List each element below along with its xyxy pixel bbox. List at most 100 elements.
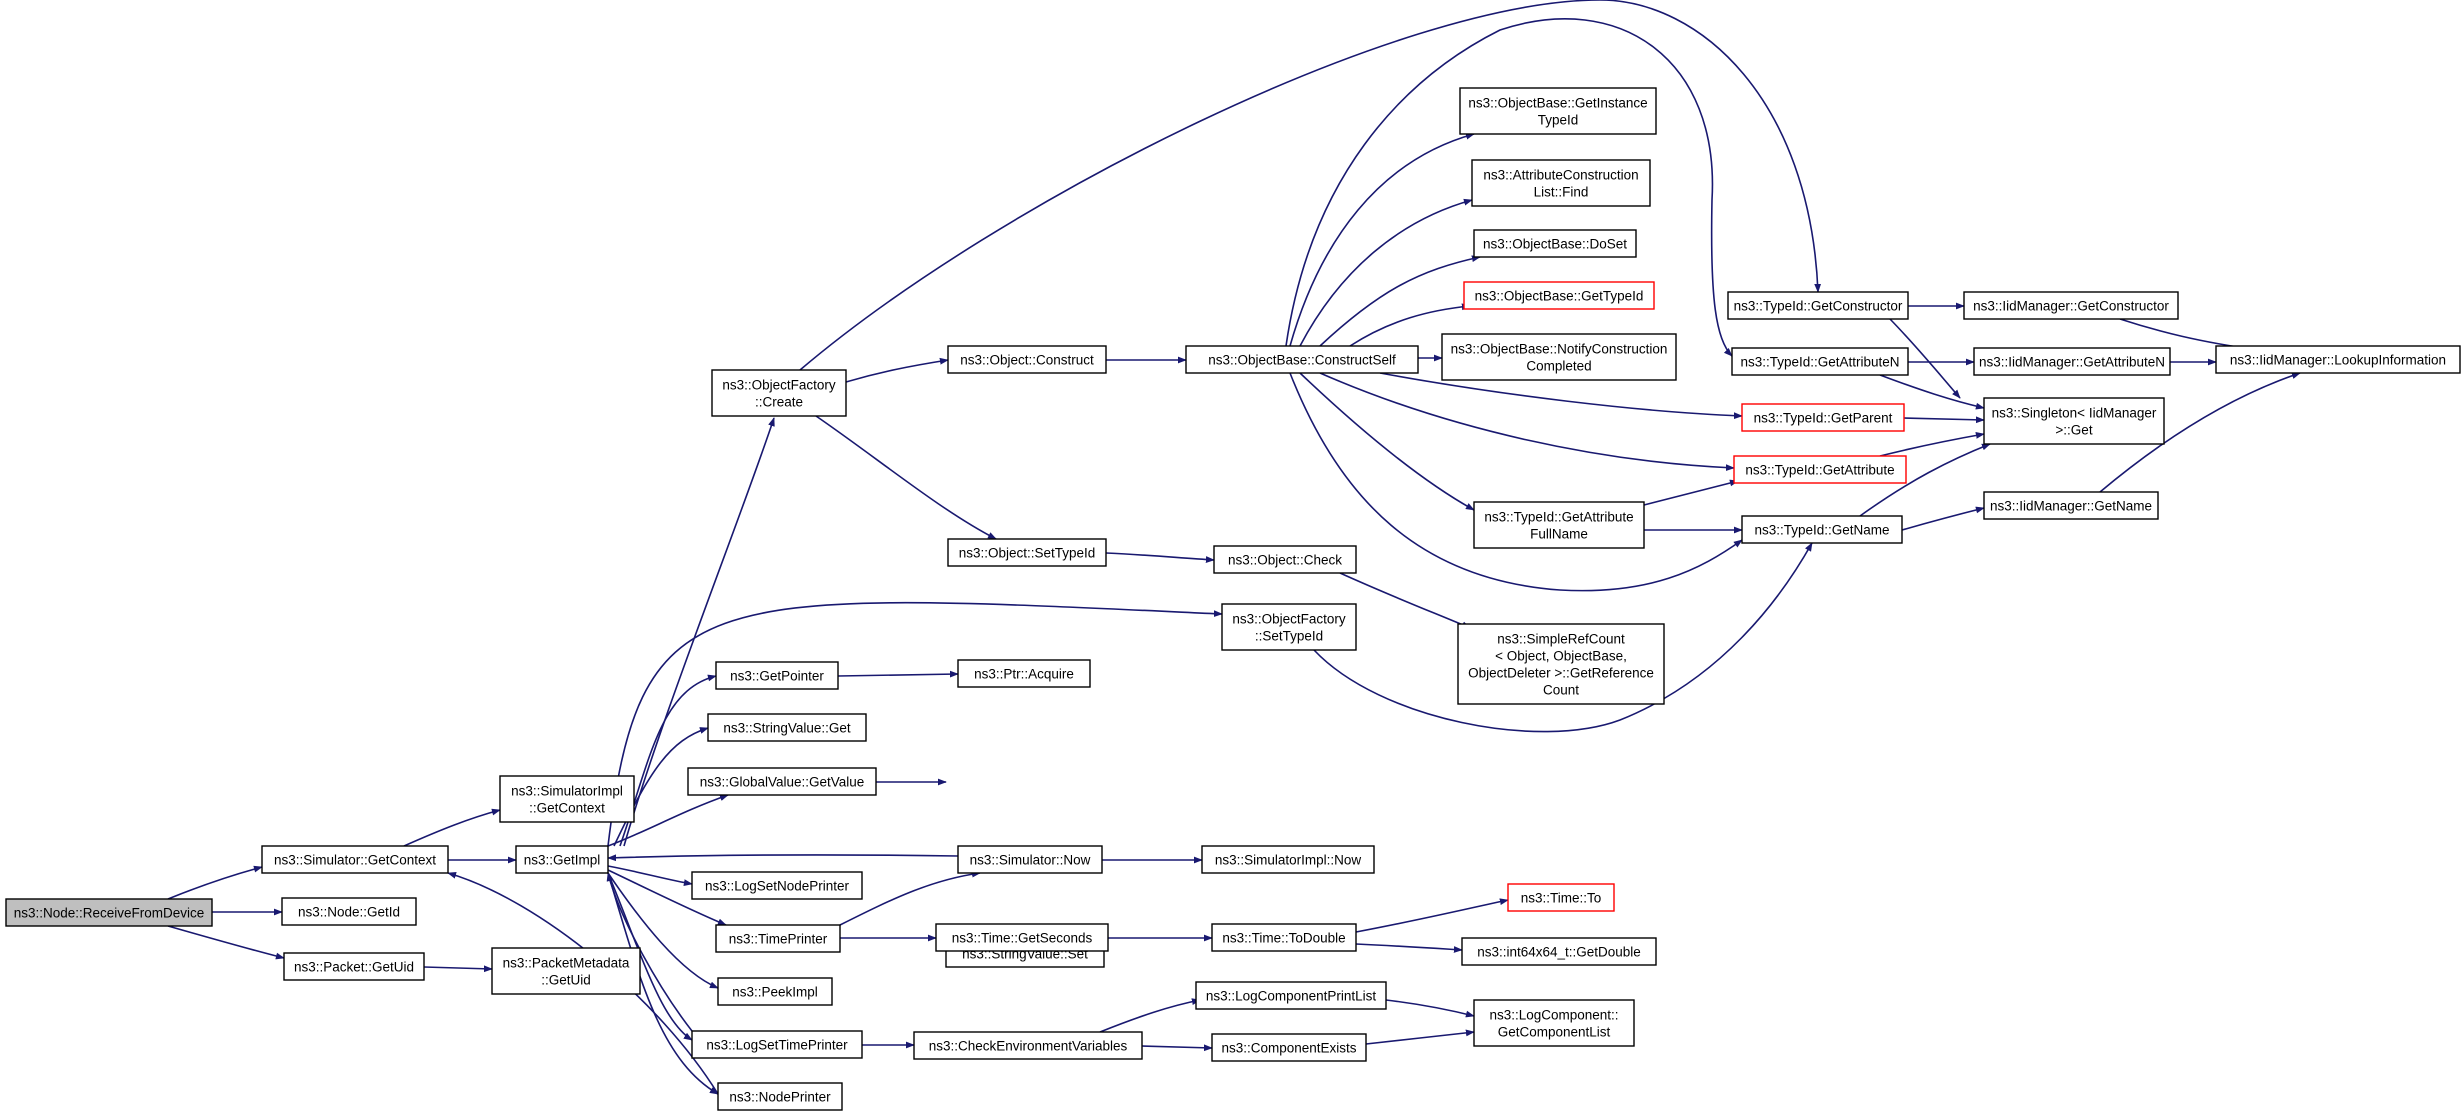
function-node-box[interactable] — [707, 713, 867, 742]
function-node-box[interactable] — [1733, 455, 1907, 484]
function-node[interactable]: ns3::ObjectBase::NotifyConstructionCompl… — [1441, 333, 1677, 381]
function-node[interactable]: ns3::Node::GetId — [281, 897, 417, 926]
function-node-box[interactable] — [913, 1031, 1143, 1060]
function-node[interactable]: ns3::TypeId::GetName — [1741, 515, 1903, 544]
function-node[interactable]: ns3::IidManager::LookupInformation — [2215, 345, 2461, 374]
function-node[interactable]: ns3::StringValue::Get — [707, 713, 867, 742]
function-node[interactable]: ns3::ObjectFactory::Create — [711, 369, 847, 417]
function-node[interactable]: ns3::Object::Check — [1213, 545, 1357, 574]
function-node[interactable]: ns3::Singleton< IidManager >::Get — [1983, 397, 2165, 445]
function-node[interactable]: ns3::TypeId::GetParent — [1741, 403, 1905, 432]
function-node-box[interactable] — [1973, 347, 2171, 376]
function-node-box[interactable] — [935, 923, 1109, 952]
function-node[interactable]: ns3::Object::Construct — [947, 345, 1107, 374]
function-node[interactable]: ns3::TypeId::GetConstructor — [1727, 291, 1909, 320]
function-node-box[interactable] — [1201, 845, 1375, 874]
function-node-box[interactable] — [261, 845, 449, 874]
function-node-box[interactable] — [711, 369, 847, 417]
function-node-box[interactable] — [1473, 999, 1635, 1047]
function-node-box[interactable] — [947, 538, 1107, 567]
function-node[interactable]: ns3::Time::GetSeconds — [935, 923, 1109, 952]
function-node-box[interactable] — [691, 871, 863, 900]
function-node-box[interactable] — [1983, 491, 2159, 520]
function-node-box[interactable] — [957, 845, 1103, 874]
function-node[interactable]: ns3::Simulator::Now — [957, 845, 1103, 874]
function-node-box[interactable] — [1731, 347, 1909, 376]
function-node-box[interactable] — [281, 897, 417, 926]
function-node-box[interactable] — [1473, 229, 1637, 258]
function-node-box[interactable] — [1461, 937, 1657, 966]
call-edge-objFactorySetTypeId-getName — [1313, 542, 1813, 733]
function-node[interactable]: ns3::ObjectBase::ConstructSelf — [1185, 345, 1419, 374]
function-node[interactable]: ns3::ObjectBase::GetTypeId — [1463, 281, 1655, 310]
function-node-box[interactable] — [1457, 623, 1665, 705]
function-node-box[interactable] — [715, 924, 841, 953]
function-node[interactable]: ns3::NodePrinter — [717, 1082, 843, 1111]
function-node[interactable]: ns3::SimulatorImpl::GetContext — [499, 775, 635, 823]
function-node[interactable]: ns3::LogComponent::GetComponentList — [1473, 999, 1635, 1047]
function-node-box[interactable] — [715, 661, 839, 690]
function-node-box[interactable] — [1211, 923, 1357, 952]
function-node-box[interactable] — [957, 659, 1091, 688]
function-node[interactable]: ns3::TypeId::GetAttributeN — [1731, 347, 1909, 376]
function-node[interactable]: ns3::Node::ReceiveFromDevice — [5, 898, 213, 927]
function-node-box[interactable] — [1471, 159, 1651, 207]
function-node-box[interactable] — [1185, 345, 1419, 374]
function-node-label: ns3::IidManager::LookupInformation — [2230, 353, 2446, 368]
function-node-box[interactable] — [1507, 883, 1615, 912]
function-node-box[interactable] — [687, 767, 877, 796]
function-node[interactable]: ns3::SimulatorImpl::Now — [1201, 845, 1375, 874]
function-node-box[interactable] — [1473, 501, 1645, 549]
function-node-box[interactable] — [1459, 87, 1657, 135]
function-node-box[interactable] — [2215, 345, 2461, 374]
function-node[interactable]: ns3::GetImpl — [515, 845, 609, 874]
function-node[interactable]: ns3::Packet::GetUid — [283, 952, 425, 981]
function-node-box[interactable] — [1741, 515, 1903, 544]
function-node-box[interactable] — [283, 952, 425, 981]
function-node[interactable]: ns3::IidManager::GetConstructor — [1963, 291, 2179, 320]
function-node[interactable]: ns3::LogComponentPrintList — [1195, 981, 1387, 1010]
function-node-box[interactable] — [1211, 1033, 1367, 1062]
function-node[interactable]: ns3::GlobalValue::GetValue — [687, 767, 877, 796]
function-node-box[interactable] — [1727, 291, 1909, 320]
function-node[interactable]: ns3::SimpleRefCount< Object, ObjectBase,… — [1457, 623, 1665, 705]
function-node[interactable]: ns3::int64x64_t::GetDouble — [1461, 937, 1657, 966]
function-node-box[interactable] — [1741, 403, 1905, 432]
function-node-box[interactable] — [499, 775, 635, 823]
function-node[interactable]: ns3::TypeId::GetAttribute — [1733, 455, 1907, 484]
function-node[interactable]: ns3::Simulator::GetContext — [261, 845, 449, 874]
function-node[interactable]: ns3::PacketMetadata::GetUid — [491, 947, 641, 995]
function-node[interactable]: ns3::Time::To — [1507, 883, 1615, 912]
function-node[interactable]: ns3::LogSetTimePrinter — [691, 1030, 863, 1059]
function-node[interactable]: ns3::IidManager::GetName — [1983, 491, 2159, 520]
function-node-box[interactable] — [1963, 291, 2179, 320]
function-node[interactable]: ns3::ObjectBase::DoSet — [1473, 229, 1637, 258]
function-node-box[interactable] — [717, 977, 833, 1006]
function-node[interactable]: ns3::ComponentExists — [1211, 1033, 1367, 1062]
function-node-box[interactable] — [515, 845, 609, 874]
function-node[interactable]: ns3::GetPointer — [715, 661, 839, 690]
function-node[interactable]: ns3::IidManager::GetAttributeN — [1973, 347, 2171, 376]
function-node-box[interactable] — [491, 947, 641, 995]
function-node-box[interactable] — [1221, 603, 1357, 651]
function-node[interactable]: ns3::Ptr::Acquire — [957, 659, 1091, 688]
function-node-box[interactable] — [1213, 545, 1357, 574]
function-node[interactable]: ns3::LogSetNodePrinter — [691, 871, 863, 900]
function-node[interactable]: ns3::CheckEnvironmentVariables — [913, 1031, 1143, 1060]
function-node-box[interactable] — [1441, 333, 1677, 381]
function-node[interactable]: ns3::Object::SetTypeId — [947, 538, 1107, 567]
function-node-box[interactable] — [691, 1030, 863, 1059]
function-node-box[interactable] — [717, 1082, 843, 1111]
function-node-box[interactable] — [1983, 397, 2165, 445]
function-node-box[interactable] — [1195, 981, 1387, 1010]
function-node[interactable]: ns3::Time::ToDouble — [1211, 923, 1357, 952]
function-node-box[interactable] — [5, 898, 213, 927]
function-node[interactable]: ns3::ObjectFactory::SetTypeId — [1221, 603, 1357, 651]
function-node-box[interactable] — [947, 345, 1107, 374]
function-node-box[interactable] — [1463, 281, 1655, 310]
function-node[interactable]: ns3::PeekImpl — [717, 977, 833, 1006]
function-node[interactable]: ns3::TimePrinter — [715, 924, 841, 953]
